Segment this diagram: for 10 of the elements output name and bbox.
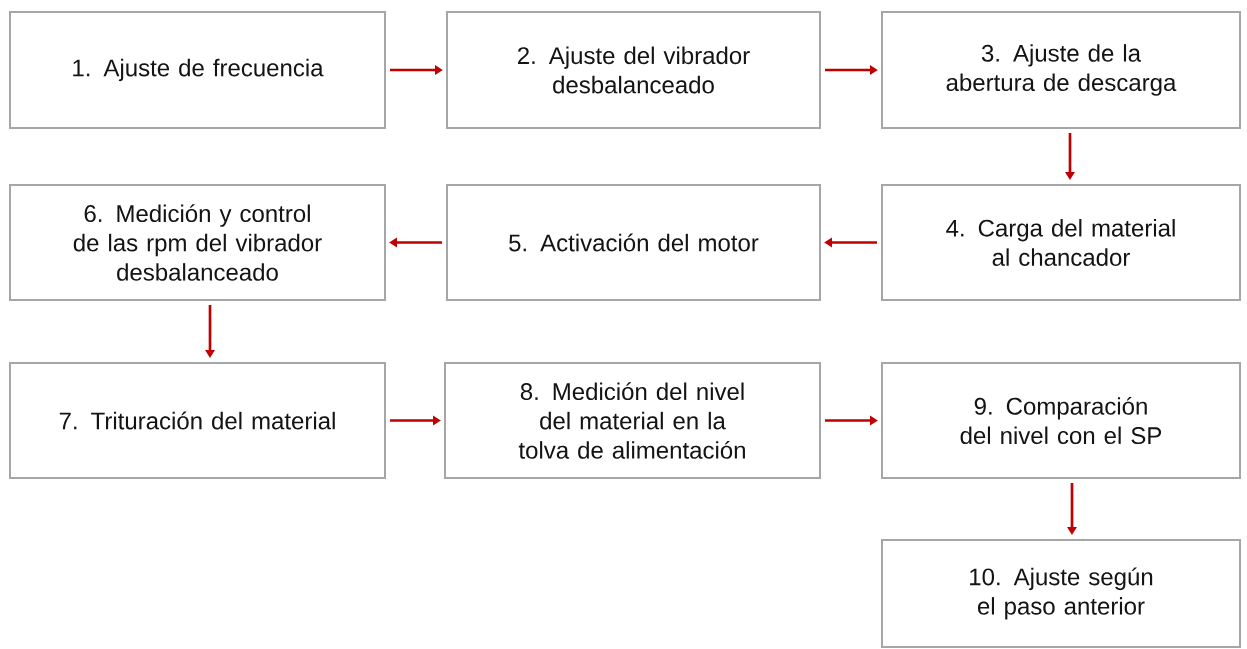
process-box: 5. Activación del motor <box>446 184 821 301</box>
process-box: 4. Carga del material al chancador <box>881 184 1241 301</box>
process-box: 2. Ajuste del vibrador desbalanceado <box>446 11 821 129</box>
process-box: 10. Ajuste según el paso anterior <box>881 539 1241 648</box>
process-box: 6. Medición y control de las rpm del vibrador desbalanceado <box>9 184 386 301</box>
process-box: 9. Comparación del nivel con el SP <box>881 362 1241 479</box>
process-box: 8. Medición del nivel del material en la tolva de alimentación <box>444 362 821 479</box>
process-box: 7. Trituración del material <box>9 362 386 479</box>
process-box: 1. Ajuste de frecuencia <box>9 11 386 129</box>
process-box: 3. Ajuste de la abertura de descarga <box>881 11 1241 129</box>
